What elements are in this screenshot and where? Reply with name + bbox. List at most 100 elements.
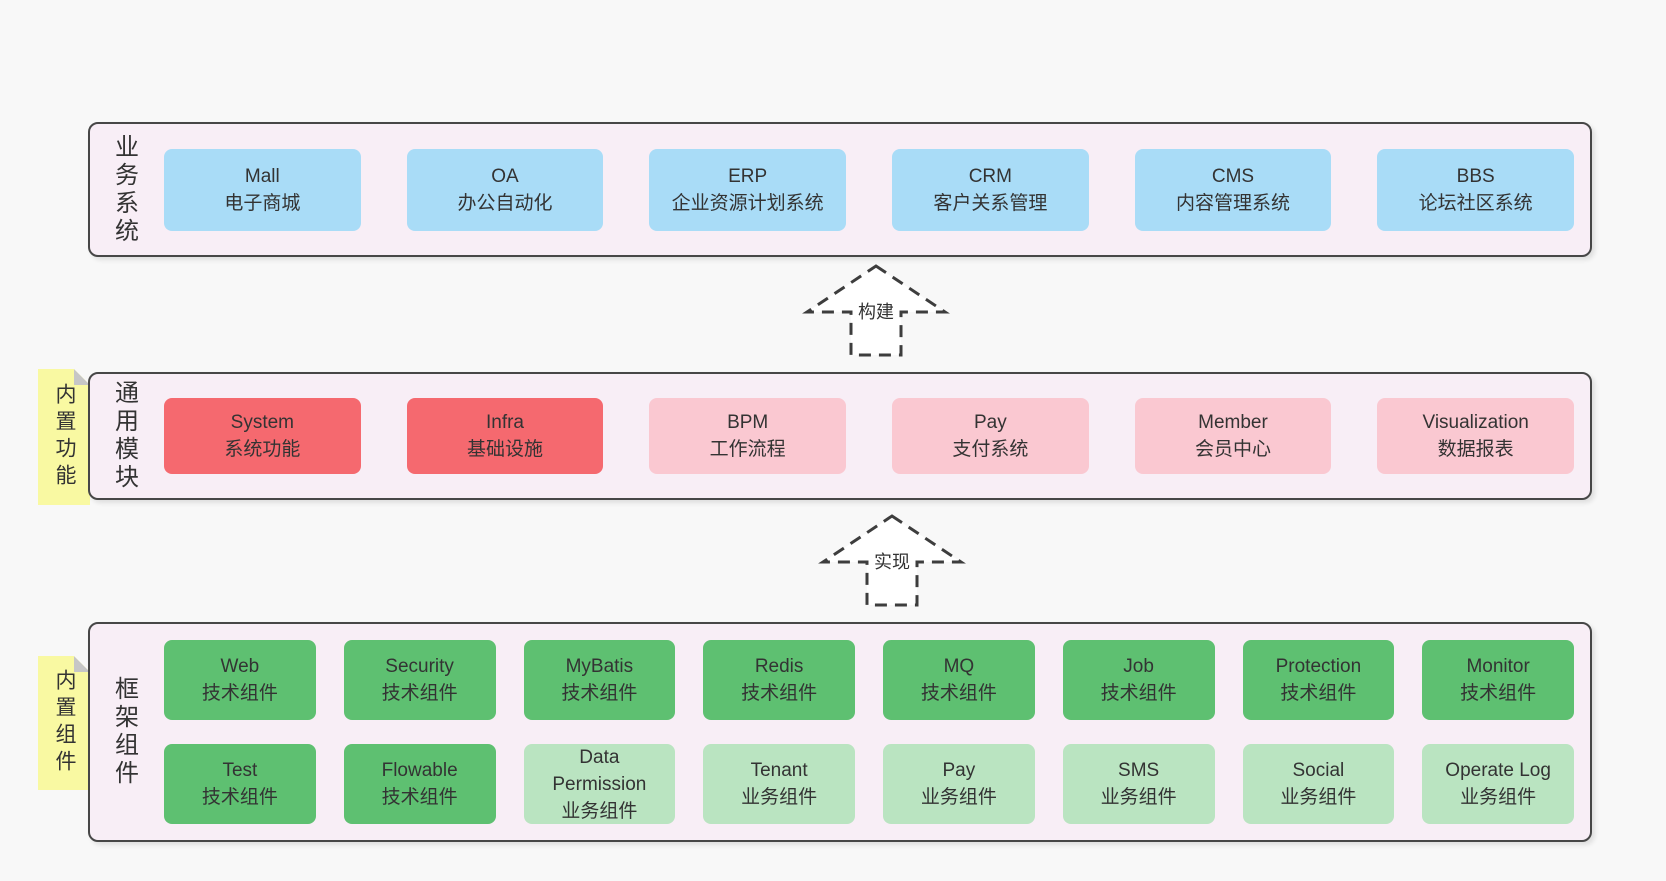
box-title: BPM xyxy=(727,412,769,433)
box-cms: CMS 内容管理系统 xyxy=(1134,148,1332,231)
box-subtitle: 业务组件 xyxy=(1280,787,1357,808)
box-subtitle: 技术组件 xyxy=(1280,683,1357,704)
sticky-tab-builtin-features: 内置功能 xyxy=(38,369,90,505)
box-subtitle: 业务组件 xyxy=(920,787,997,808)
arrow-up-implement: 实现 xyxy=(818,514,966,608)
box-subtitle: 会员中心 xyxy=(1194,439,1271,460)
band-business-systems: 业务系统 Mall 电子商城 OA 办公自动化 ERP 企业资源计划系统 CRM 客户关系管理… xyxy=(88,122,1592,257)
box-data-permission: Data Permission 业务组件 xyxy=(523,744,676,824)
box-subtitle: 支付系统 xyxy=(952,439,1029,460)
box-subtitle: 内容管理系统 xyxy=(1175,192,1290,214)
box-title: MyBatis xyxy=(565,656,634,677)
box-subtitle: 技术组件 xyxy=(381,683,458,704)
box-subtitle: 业务组件 xyxy=(1100,787,1177,808)
box-title: Data Permission xyxy=(552,746,647,795)
box-title: Mall xyxy=(244,165,280,187)
box-title: Security xyxy=(385,656,454,677)
box-title: Member xyxy=(1198,412,1268,433)
box-title: Job xyxy=(1123,656,1154,677)
box-title: CMS xyxy=(1211,165,1255,187)
box-title: OA xyxy=(491,165,519,187)
box-subtitle: 技术组件 xyxy=(1100,683,1177,704)
band-label: 框架组件 xyxy=(110,676,138,788)
box-mq: MQ 技术组件 xyxy=(883,640,1035,720)
box-title: SMS xyxy=(1118,760,1160,781)
box-title: Tenant xyxy=(750,760,808,781)
box-web: Web 技术组件 xyxy=(164,640,316,720)
box-infra: Infra 基础设施 xyxy=(406,398,604,474)
box-subtitle: 业务组件 xyxy=(561,800,638,822)
box-crm: CRM 客户关系管理 xyxy=(892,148,1089,231)
box-subtitle: 技术组件 xyxy=(381,787,458,808)
box-title: ERP xyxy=(728,165,768,187)
box-title: Monitor xyxy=(1466,656,1530,677)
sticky-tab-label: 内置组件 xyxy=(53,669,76,777)
box-pay: Pay 支付系统 xyxy=(892,398,1089,474)
box-test: Test 技术组件 xyxy=(164,744,316,824)
box-title: MQ xyxy=(943,656,975,677)
box-bbs: BBS 论坛社区系统 xyxy=(1377,148,1574,231)
box-subtitle: 技术组件 xyxy=(1460,683,1537,704)
box-monitor: Monitor 技术组件 xyxy=(1422,640,1574,720)
box-redis: Redis 技术组件 xyxy=(703,640,855,720)
box-subtitle: 技术组件 xyxy=(201,787,278,808)
box-erp: ERP 企业资源计划系统 xyxy=(649,148,846,231)
box-mall: Mall 电子商城 xyxy=(164,148,361,231)
box-protection: Protection 技术组件 xyxy=(1242,640,1395,720)
box-title: Redis xyxy=(754,656,804,677)
box-subtitle: 论坛社区系统 xyxy=(1418,192,1533,214)
box-subtitle: 电子商城 xyxy=(224,192,301,214)
band-boxes: System 系统功能 Infra 基础设施 BPM 工作流程 Pay 支付系统 Member 会… xyxy=(146,374,1590,498)
box-pay: Pay 业务组件 xyxy=(883,744,1035,824)
box-subtitle: 业务组件 xyxy=(741,787,818,808)
band-common-modules: 通用模块 System 系统功能 Infra 基础设施 BPM 工作流程 Pay 支付系统 Me… xyxy=(88,372,1592,500)
sticky-tab-label: 内置功能 xyxy=(53,383,76,491)
box-subtitle: 系统功能 xyxy=(224,439,301,460)
box-subtitle: 技术组件 xyxy=(920,683,997,704)
box-visualization: Visualization 数据报表 xyxy=(1377,398,1574,474)
box-title: Protection xyxy=(1275,656,1362,677)
box-bpm: BPM 工作流程 xyxy=(649,398,846,474)
box-title: System xyxy=(230,412,294,433)
box-title: Pay xyxy=(942,760,976,781)
box-subtitle: 办公自动化 xyxy=(457,192,553,214)
box-title: Web xyxy=(220,656,260,677)
box-title: Infra xyxy=(485,412,524,433)
box-tenant: Tenant 业务组件 xyxy=(703,744,855,824)
box-subtitle: 技术组件 xyxy=(561,683,638,704)
box-operate-log: Operate Log 业务组件 xyxy=(1422,744,1574,824)
box-title: Operate Log xyxy=(1445,760,1551,781)
sticky-tab-builtin-components: 内置组件 xyxy=(38,656,90,790)
box-subtitle: 业务组件 xyxy=(1460,787,1537,808)
box-security: Security 技术组件 xyxy=(343,640,496,720)
band-label: 通用模块 xyxy=(110,380,138,492)
box-title: Test xyxy=(222,760,258,781)
box-oa: OA 办公自动化 xyxy=(406,148,604,231)
box-subtitle: 技术组件 xyxy=(741,683,818,704)
box-subtitle: 客户关系管理 xyxy=(933,192,1048,214)
box-job: Job 技术组件 xyxy=(1062,640,1215,720)
box-title: Social xyxy=(1292,760,1345,781)
box-sms: SMS 业务组件 xyxy=(1062,744,1215,824)
box-subtitle: 数据报表 xyxy=(1437,439,1514,460)
arrow-up-build: 构建 xyxy=(802,264,950,358)
box-title: BBS xyxy=(1456,165,1495,187)
box-subtitle: 企业资源计划系统 xyxy=(671,192,824,214)
box-member: Member 会员中心 xyxy=(1134,398,1332,474)
box-subtitle: 工作流程 xyxy=(709,439,786,460)
band-label: 业务系统 xyxy=(110,133,138,246)
band-boxes: Mall 电子商城 OA 办公自动化 ERP 企业资源计划系统 CRM 客户关系管理 CMS 内容… xyxy=(146,124,1590,255)
box-subtitle: 基础设施 xyxy=(466,439,543,460)
box-subtitle: 技术组件 xyxy=(201,683,278,704)
box-title: Pay xyxy=(973,412,1007,433)
box-title: CRM xyxy=(968,165,1012,187)
box-title: Visualization xyxy=(1422,412,1529,433)
box-system: System 系统功能 xyxy=(164,398,361,474)
box-social: Social 业务组件 xyxy=(1242,744,1395,824)
arrow-label: 实现 xyxy=(871,550,913,574)
arrow-label: 构建 xyxy=(855,300,897,324)
